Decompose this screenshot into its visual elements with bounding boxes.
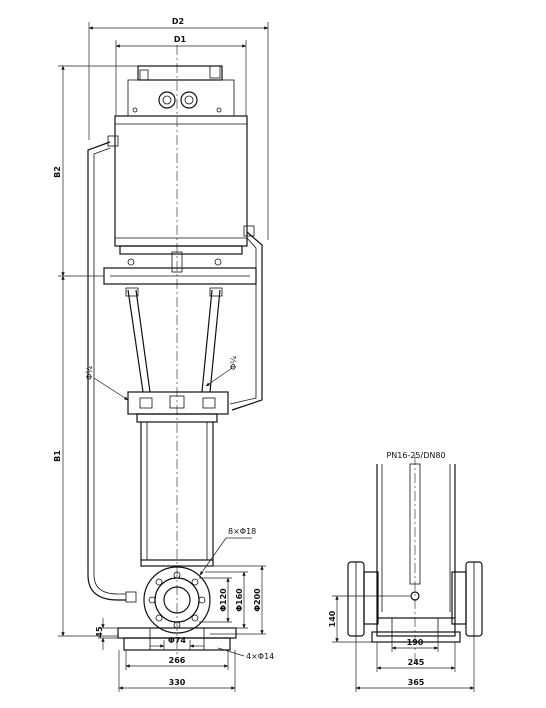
dim-b1: B1 [53, 275, 118, 637]
side-flange-right [451, 561, 483, 637]
motor-body [107, 115, 255, 247]
dim-d200: Φ200 [210, 565, 266, 635]
label-330: 330 [169, 678, 186, 687]
dim-190: 190 [391, 638, 439, 652]
label-d74: Φ74 [168, 636, 186, 645]
callout-8-holes: 8×Φ18 [199, 527, 256, 576]
label-b2: B2 [53, 166, 62, 178]
dim-140: 140 [328, 595, 410, 643]
label-245: 245 [408, 658, 425, 667]
terminal-box [127, 65, 235, 117]
label-190: 190 [407, 638, 424, 647]
label-b1: B1 [53, 450, 62, 462]
callout-phi-left: Φ¼ [85, 366, 129, 401]
label-d1: D1 [174, 35, 187, 44]
side-barrel [376, 463, 456, 618]
pump-barrel [136, 413, 218, 560]
discharge-flange-face [140, 559, 214, 634]
side-flange-left [347, 561, 379, 637]
side-view: PN16-25/DN80 [328, 451, 483, 692]
label-phi-right: Φ¼ [229, 356, 238, 370]
side-base [371, 617, 461, 643]
label-8-holes: 8×Φ18 [228, 527, 256, 536]
dim-d74: Φ74 [150, 636, 204, 650]
callout-4-holes: 4×Φ14 [217, 647, 274, 661]
dim-d1: D1 [115, 35, 247, 116]
label-4-holes: 4×Φ14 [246, 652, 274, 661]
dim-d2: D2 [88, 17, 269, 240]
bypass-tube-right [231, 231, 263, 411]
bypass-tube-left [87, 141, 126, 601]
label-phi-left: Φ¼ [85, 366, 94, 380]
dim-266: 266 [125, 650, 229, 670]
dim-d160: Φ160 [205, 571, 248, 629]
cable-gland-left [158, 91, 176, 109]
label-pn: PN16-25/DN80 [386, 451, 445, 460]
label-365: 365 [408, 678, 425, 687]
callout-phi-right: Φ¼ [205, 356, 238, 387]
dim-45: 45 [95, 618, 124, 650]
motor-flange [103, 245, 257, 285]
label-d160: Φ160 [235, 588, 244, 612]
dim-245: 245 [376, 642, 456, 672]
dim-d120: Φ120 [199, 577, 232, 623]
label-d200: Φ200 [253, 588, 262, 612]
dim-b2: B2 [53, 65, 138, 277]
label-266: 266 [169, 656, 186, 665]
label-45: 45 [95, 626, 104, 638]
lantern-tie-rods [125, 287, 223, 393]
front-view: D2 D1 B2 B1 45 Φ¼ [53, 17, 274, 692]
dim-330: 330 [118, 650, 236, 692]
bearing-bracket [127, 391, 229, 415]
dim-365: 365 [355, 636, 475, 692]
label-140: 140 [328, 610, 337, 627]
cable-gland-right [180, 91, 198, 109]
label-d2: D2 [172, 17, 184, 26]
label-d120: Φ120 [219, 588, 228, 612]
base-plate [117, 627, 237, 651]
